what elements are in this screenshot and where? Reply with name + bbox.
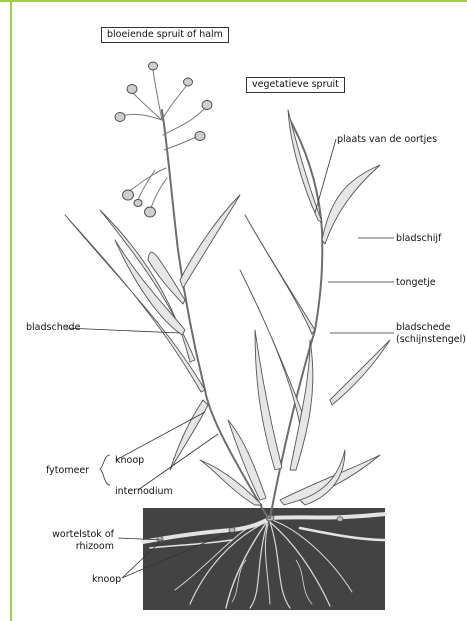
label-bladschijf: bladschijf: [396, 233, 441, 244]
label-tongetje: tongetje: [396, 277, 436, 288]
flowering-shoot-title: bloeiende spruit of halm: [101, 27, 229, 43]
label-bladschede-left: bladschede: [26, 322, 80, 333]
label-knoop-bottom: knoop: [92, 574, 121, 585]
label-rhizoom: rhizoom: [48, 541, 114, 552]
label-schijnstengel: (schijnstengel): [396, 334, 466, 345]
label-knoop-top: knoop: [115, 455, 144, 466]
label-internodium: internodium: [115, 486, 173, 497]
label-wortelstok: wortelstok of: [48, 529, 114, 540]
label-bladschede-right: bladschede: [396, 322, 450, 333]
vegetative-shoot-title: vegetatieve spruit: [246, 77, 345, 93]
spikelets: [115, 62, 212, 217]
label-fytomeer: fytomeer: [46, 465, 89, 476]
label-oortjes: plaats van de oortjes: [337, 134, 437, 145]
